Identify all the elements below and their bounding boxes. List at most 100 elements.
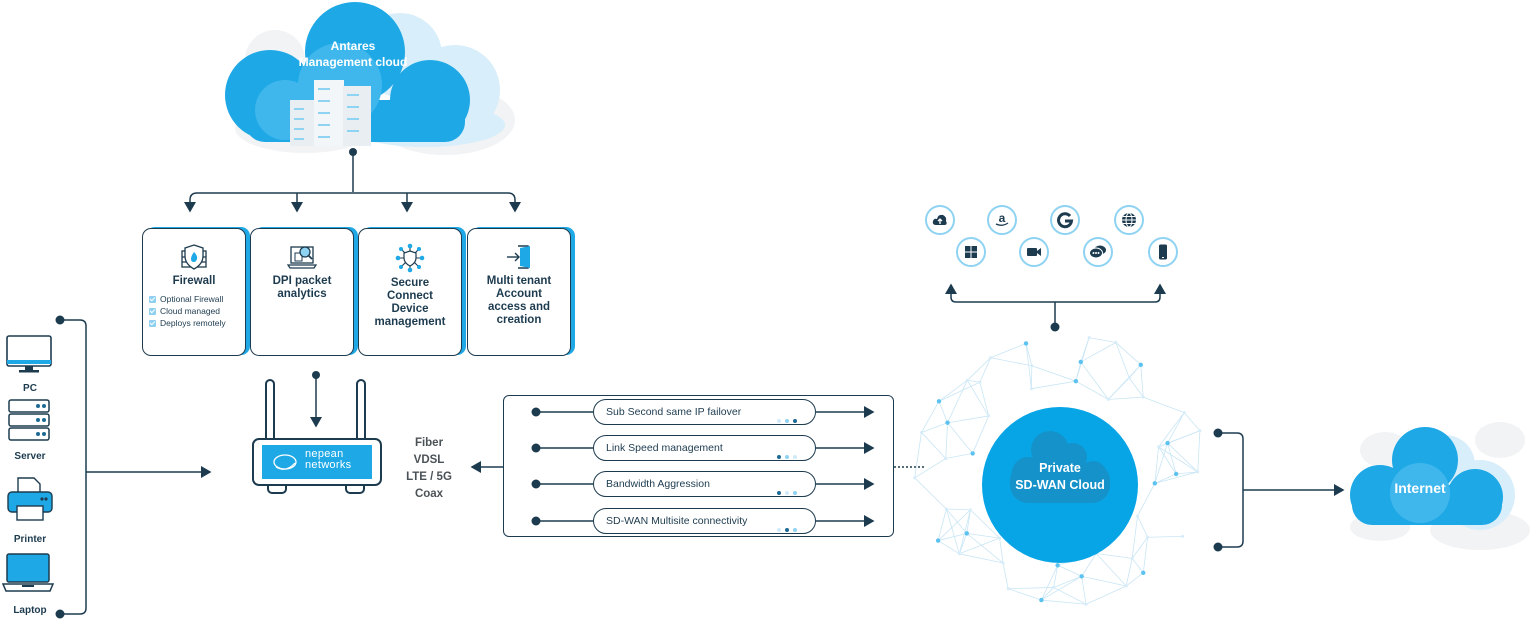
mesh-node bbox=[1114, 340, 1118, 344]
feature-dots bbox=[773, 446, 797, 464]
mesh-link bbox=[1158, 446, 1177, 475]
mesh-link bbox=[1154, 473, 1177, 484]
mesh-link bbox=[1041, 599, 1087, 605]
feature-label: Link Speed management bbox=[606, 442, 723, 454]
monitor-icon bbox=[6, 335, 52, 373]
mesh-link bbox=[937, 508, 947, 541]
sign-in-door-icon bbox=[507, 245, 530, 269]
mesh-link bbox=[1158, 446, 1198, 473]
status-dot bbox=[785, 491, 789, 495]
globe-icon bbox=[1122, 212, 1136, 228]
status-dot bbox=[793, 455, 797, 459]
mesh-node bbox=[1001, 561, 1005, 565]
mesh-node bbox=[1030, 364, 1034, 368]
mesh-link bbox=[1115, 342, 1142, 366]
mesh-link bbox=[1081, 576, 1087, 605]
feature-dots bbox=[773, 410, 797, 428]
mesh-node bbox=[1182, 411, 1186, 415]
mesh-link bbox=[1131, 558, 1144, 574]
mesh-link bbox=[1154, 446, 1160, 484]
connection-types: Fiber VDSL LTE / 5G Coax bbox=[394, 435, 464, 503]
mesh-link bbox=[979, 357, 991, 383]
private-cloud-label: Private SD-WAN Cloud bbox=[1015, 461, 1105, 492]
mesh-node bbox=[1039, 597, 1044, 603]
device-label-server: Server bbox=[14, 451, 46, 462]
cloud-upload-icon bbox=[932, 214, 947, 225]
mesh-node bbox=[1138, 362, 1143, 368]
mesh-link bbox=[1115, 342, 1130, 379]
router-device bbox=[252, 379, 382, 494]
mesh-link bbox=[1031, 365, 1076, 382]
service-smartphone bbox=[1148, 237, 1178, 267]
mesh-link bbox=[1053, 587, 1087, 605]
service-amazon: a bbox=[987, 205, 1017, 235]
mesh-link bbox=[1075, 380, 1109, 400]
connection-type: Coax bbox=[414, 488, 444, 500]
printer-icon bbox=[7, 477, 53, 521]
internet-cloud bbox=[1350, 422, 1530, 550]
mesh-node bbox=[1146, 535, 1150, 539]
mesh-link bbox=[937, 540, 960, 555]
connection-type: Fiber bbox=[414, 437, 444, 449]
mesh-node bbox=[1106, 397, 1110, 401]
check-icon bbox=[149, 308, 156, 316]
mesh-node bbox=[965, 378, 969, 382]
status-dot bbox=[777, 419, 781, 423]
mesh-node bbox=[935, 538, 941, 543]
mesh-link bbox=[1041, 575, 1082, 601]
mesh-link bbox=[938, 381, 981, 402]
firewall-bullets: Optional Firewall Cloud managed Deploys … bbox=[149, 293, 245, 329]
mesh-link bbox=[914, 432, 922, 478]
service-chat bbox=[1083, 237, 1113, 267]
mesh-link bbox=[1081, 553, 1097, 577]
mesh-link bbox=[1142, 537, 1149, 573]
mesh-link bbox=[921, 432, 947, 459]
mesh-link bbox=[1081, 575, 1127, 587]
bullet-item: Deploys remotely bbox=[149, 317, 245, 329]
device-label-printer: Printer bbox=[13, 534, 47, 545]
video-camera-icon bbox=[1027, 248, 1041, 256]
svg-text:a: a bbox=[999, 212, 1006, 225]
mesh-link bbox=[1080, 337, 1090, 363]
mesh-link bbox=[946, 508, 971, 511]
server-rack-icon bbox=[290, 80, 371, 146]
mesh-link bbox=[1031, 380, 1076, 390]
mesh-node bbox=[1141, 395, 1145, 399]
mesh-node bbox=[998, 536, 1002, 540]
cloud-title-line1: Antares bbox=[330, 39, 376, 53]
mesh-link bbox=[1108, 396, 1144, 400]
mesh-link bbox=[947, 415, 989, 424]
mesh-node bbox=[944, 507, 948, 511]
mesh-link bbox=[966, 533, 1004, 564]
mesh-node bbox=[1087, 336, 1091, 340]
mesh-link bbox=[945, 453, 973, 459]
bullet-item: Cloud managed bbox=[149, 305, 245, 317]
mesh-link bbox=[1125, 572, 1144, 587]
mesh-link bbox=[1057, 564, 1082, 577]
mesh-link bbox=[921, 422, 948, 433]
mesh-node bbox=[1084, 602, 1088, 606]
router-brand: nepean networks bbox=[305, 448, 352, 471]
mesh-node bbox=[1023, 341, 1029, 346]
mesh-link bbox=[1158, 412, 1185, 448]
mesh-link bbox=[946, 508, 968, 534]
status-dot bbox=[793, 528, 797, 532]
feature-pill: SD-WAN Multisite connectivity bbox=[593, 508, 816, 534]
feature-pill: Sub Second same IP failover bbox=[593, 399, 816, 425]
mesh-link bbox=[945, 508, 960, 554]
device-label-pc: PC bbox=[23, 383, 37, 394]
feature-row-lines bbox=[538, 406, 875, 527]
mesh-link bbox=[1080, 342, 1117, 363]
mesh-link bbox=[972, 415, 989, 454]
cloud-title-line2: Management cloud bbox=[298, 55, 408, 69]
mesh-link bbox=[1183, 412, 1201, 431]
mesh-link bbox=[958, 509, 971, 554]
status-dot bbox=[793, 419, 797, 423]
mesh-link bbox=[938, 532, 967, 541]
mesh-link bbox=[1041, 587, 1054, 601]
